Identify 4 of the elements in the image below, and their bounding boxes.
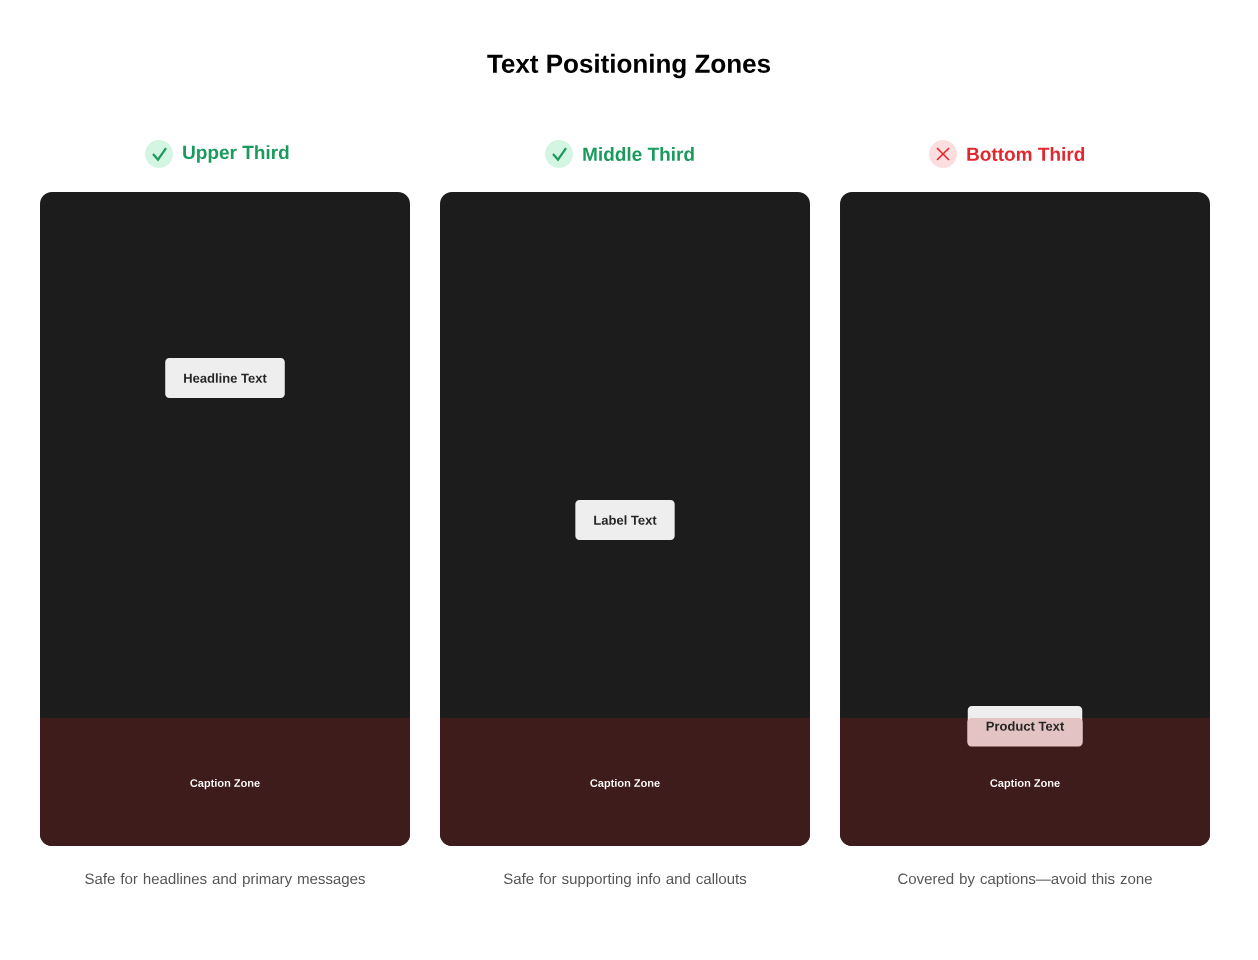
zone-heading: Upper Third <box>183 145 289 163</box>
zone-heading: Middle Third <box>583 147 694 161</box>
zone-heading: Bottom Third <box>967 147 1085 161</box>
title: Text Positioning Zones <box>487 53 770 79</box>
